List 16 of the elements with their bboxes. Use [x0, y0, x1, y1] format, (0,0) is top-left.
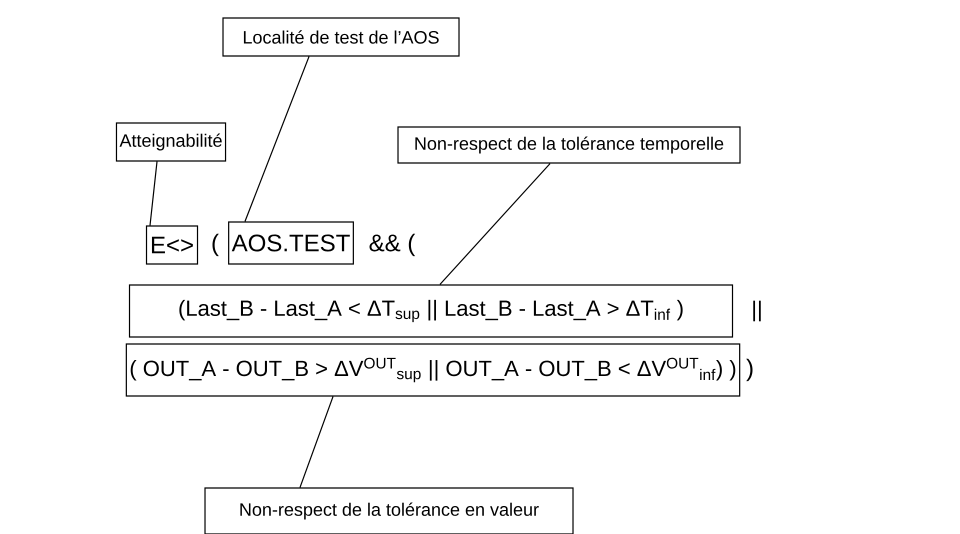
- formula-box: ( OUT_A - OUT_B > ΔV$^{OUT}$$_{sup}$ || OUT_A - OUT_B < ΔV$^{OUT}$$_{inf}$) ): [126, 343, 740, 397]
- formula-box: (Last_B - Last_A < ΔT$_{sup}$ || Last_B - Last_A > ΔT$_{inf}$ ): [128, 284, 734, 338]
- leader-line: [244, 56, 310, 222]
- leader-line: [149, 162, 158, 226]
- callout-box: Non-respect de la tolérance en valeur: [204, 487, 574, 534]
- formula-text: && (: [370, 234, 416, 256]
- formula-box: AOS.TEST: [228, 221, 354, 265]
- formula-text: ||: [753, 300, 761, 322]
- formula-text: ): [746, 358, 753, 382]
- leader-line: [440, 163, 550, 285]
- callout-box: Localité de test de l’AOS: [222, 17, 460, 57]
- leader-line: [299, 396, 334, 488]
- callout-box: Non-respect de la tolérance temporelle: [397, 126, 741, 164]
- callout-box: Atteignabilité: [116, 122, 226, 162]
- formula-text: (: [212, 234, 219, 256]
- formula-box: E<>: [146, 225, 198, 265]
